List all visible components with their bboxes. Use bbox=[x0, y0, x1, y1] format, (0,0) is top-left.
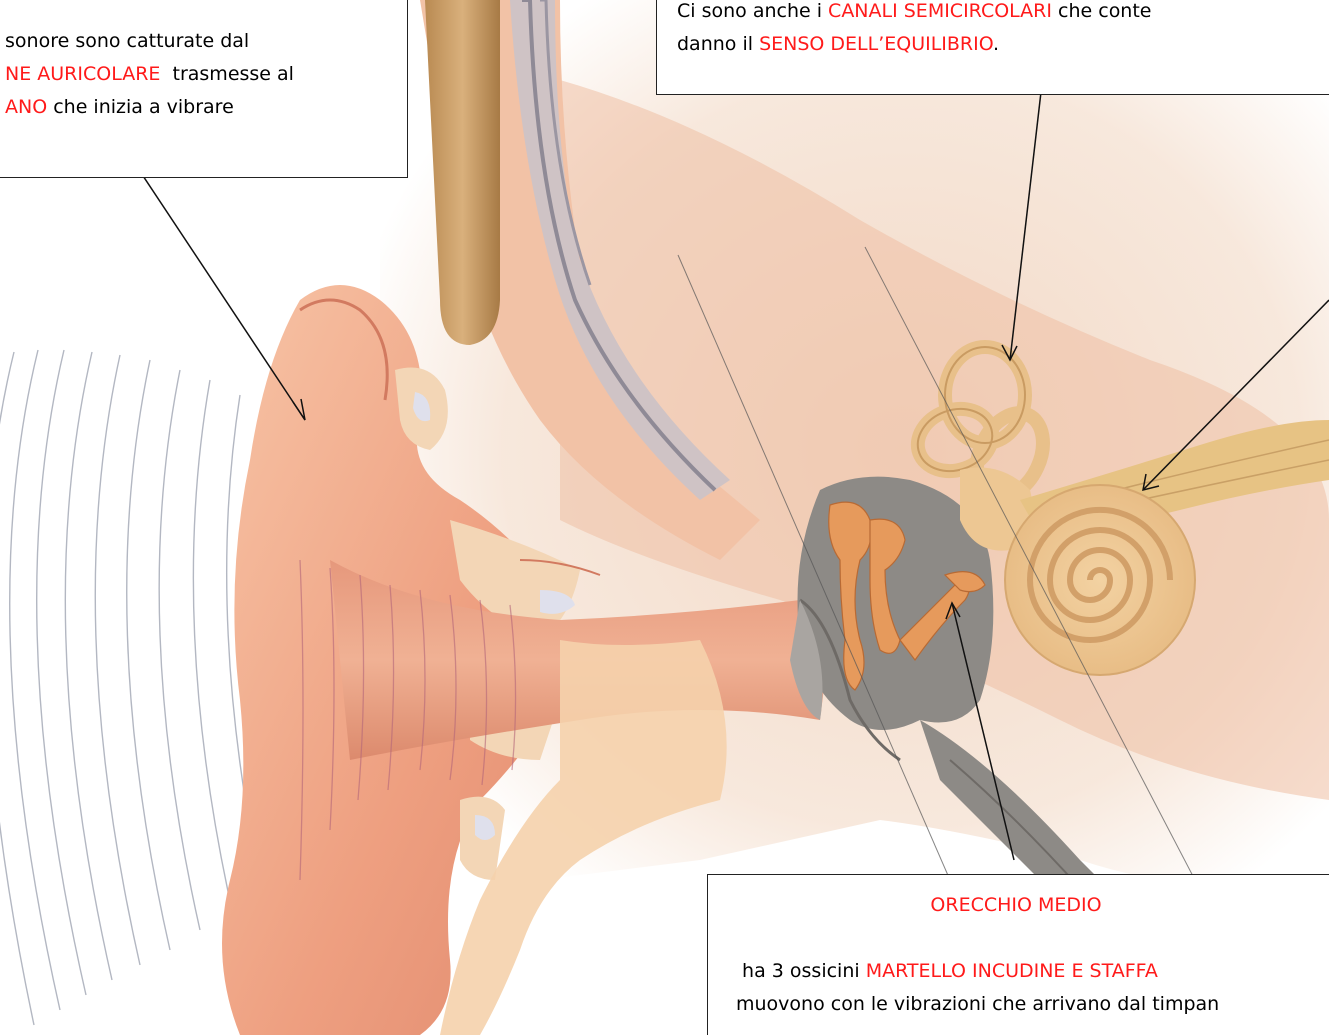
outer-ear-line-1: sonore sono catturate dal bbox=[5, 25, 407, 58]
middle-ear-title: ORECCHIO MEDIO bbox=[736, 889, 1329, 922]
outer-ear-line-3: ANO che inizia a vibrare bbox=[5, 91, 407, 124]
inner-ear-line-2: danno il SENSO DELL’EQUILIBRIO. bbox=[677, 28, 1329, 61]
middle-ear-line-1: ha 3 ossicini MARTELLO INCUDINE E STAFFA bbox=[736, 955, 1329, 988]
callout-middle-ear: ORECCHIO MEDIO ha 3 ossicini MARTELLO IN… bbox=[707, 874, 1329, 1035]
callout-outer-ear: sonore sono catturate dal NE AURICOLARE … bbox=[0, 0, 408, 178]
outer-ear-line-2: NE AURICOLARE trasmesse al bbox=[5, 58, 407, 91]
pinna-term: NE AURICOLARE bbox=[5, 63, 160, 85]
semicircular-canals-term: CANALI SEMICIRCOLARI bbox=[828, 0, 1052, 22]
middle-ear-line-2: muovono con le vibrazioni che arrivano d… bbox=[736, 988, 1329, 1021]
callout-inner-ear: Ci sono anche i CANALI SEMICIRCOLARI che… bbox=[656, 0, 1329, 95]
eardrum-term: ANO bbox=[5, 96, 47, 118]
cochlea bbox=[1005, 485, 1195, 675]
inner-ear-line-1: Ci sono anche i CANALI SEMICIRCOLARI che… bbox=[677, 0, 1329, 28]
balance-term: SENSO DELL’EQUILIBRIO bbox=[759, 33, 993, 55]
sound-waves bbox=[0, 350, 262, 1025]
ossicles-term: MARTELLO INCUDINE E STAFFA bbox=[866, 960, 1158, 982]
